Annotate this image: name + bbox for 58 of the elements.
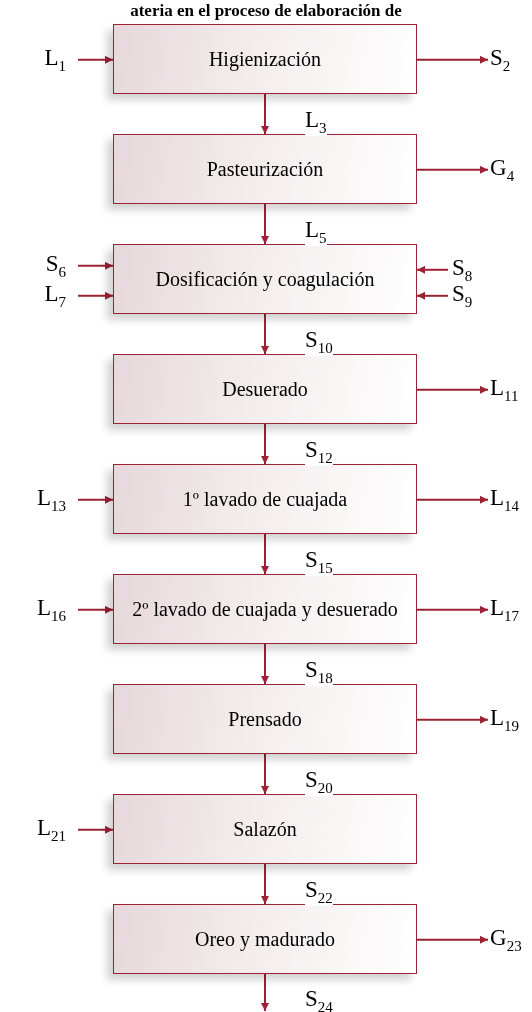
process-label: Prensado [227, 706, 303, 732]
process-box [113, 24, 417, 94]
arrow [260, 533, 270, 575]
stream-label: L$_{7}$ [44, 282, 66, 310]
arrow [77, 261, 114, 270]
stream-label: L$_{21}$ [36, 816, 66, 844]
process-label: 1º lavado de cuajada [181, 486, 349, 512]
process-box [113, 464, 417, 534]
process-box [113, 684, 417, 754]
arrow [77, 605, 114, 614]
process-label: Salazón [232, 816, 298, 842]
stream-label: L$_{13}$ [36, 486, 66, 514]
arrow [416, 495, 489, 504]
stream-label: L$_{1}$ [44, 46, 66, 74]
arrow [260, 753, 270, 795]
process-label: Dosificación y coagulación [154, 266, 376, 292]
process-label: Pasteurización [205, 156, 325, 182]
stream-label: G$_{23}$ [490, 926, 522, 954]
stream-label: L$_{17}$ [490, 596, 520, 624]
title: ateria en el proceso de elaboración de [129, 1, 403, 21]
arrow [77, 55, 114, 64]
process-label: 2º lavado de cuajada y desuerado [131, 596, 399, 622]
arrow [416, 265, 449, 274]
arrow [416, 385, 489, 394]
process-box [113, 574, 417, 644]
arrow [260, 313, 270, 355]
process-label: Higienización [207, 46, 323, 72]
arrow [416, 605, 489, 614]
stream-label: L$_{11}$ [490, 376, 519, 404]
arrow [260, 203, 270, 245]
process-box [113, 244, 417, 314]
arrow [260, 93, 270, 135]
arrow [260, 643, 270, 685]
process-box [113, 354, 417, 424]
stream-label: S$_{2}$ [490, 46, 511, 74]
arrow [77, 825, 114, 834]
process-label: Desuerado [221, 376, 309, 402]
process-box [113, 794, 417, 864]
process-label: Oreo y madurado [194, 926, 336, 952]
process-box [113, 134, 417, 204]
stream-label: G$_{4}$ [490, 156, 515, 184]
arrow [260, 863, 270, 905]
stream-label: S$_{6}$ [45, 252, 66, 280]
arrow [416, 55, 489, 64]
arrow [77, 291, 114, 300]
stream-label: L$_{16}$ [36, 596, 66, 624]
process-box [113, 904, 417, 974]
stream-label: L$_{19}$ [490, 706, 520, 734]
arrow [260, 973, 270, 1012]
arrow [416, 715, 489, 724]
stream-label: S$_{8}$ [452, 256, 473, 284]
arrow [260, 423, 270, 465]
arrow [77, 495, 114, 504]
stream-label: S$_{9}$ [452, 282, 473, 310]
arrow [416, 165, 489, 174]
stream-label: L$_{14}$ [490, 486, 520, 514]
arrow [416, 291, 449, 300]
arrow [416, 935, 489, 944]
